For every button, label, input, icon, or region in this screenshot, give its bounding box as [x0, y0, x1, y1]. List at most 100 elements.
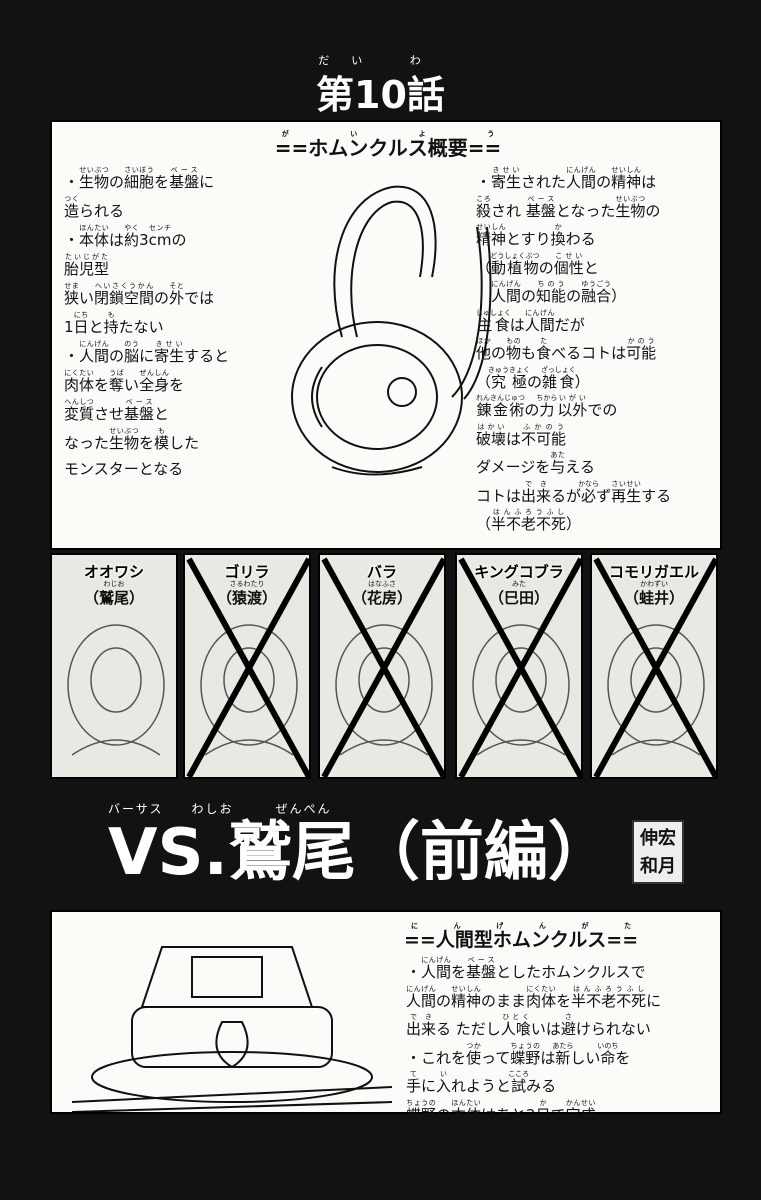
word: 使 — [466, 1048, 482, 1067]
word: 寄生 — [491, 173, 522, 191]
word: 他 — [476, 344, 492, 362]
text: みる — [526, 1077, 557, 1095]
text: たない — [118, 318, 164, 336]
overview-right-list: ・寄生きせいされた人間にんげんの精神せいしんは殺ころされ 基盤ベースとなった生物… — [476, 166, 671, 537]
human-type-heading-text: ==人間型ホムンクルス== — [404, 929, 639, 951]
furigana: ぜんしん — [139, 369, 170, 377]
text-line: 蝶野ちょうのの本体ほんたいはあと2日かで完成かんせい — [406, 1099, 661, 1128]
ruby-word: 閉鎖空間へいさくうかん — [94, 282, 154, 307]
word: 人間 — [491, 287, 522, 305]
word: 全身 — [139, 376, 170, 394]
ruby-word: 与あた — [550, 451, 565, 476]
text: に — [421, 1077, 437, 1095]
homunculus-human-name: （蛙井） — [623, 589, 684, 607]
word: 不可能 — [521, 429, 567, 448]
furigana: でき — [406, 1013, 437, 1021]
furigana: も — [154, 427, 170, 435]
furigana: さいぼう — [124, 166, 155, 174]
word: 人喰 — [500, 1020, 531, 1038]
word: 融合 — [581, 287, 612, 305]
homunculus-ruby: みた — [512, 580, 526, 588]
furigana: せいぶつ — [109, 427, 140, 435]
text: （ — [476, 515, 492, 533]
word: 人間 — [566, 173, 597, 191]
text: わる — [565, 230, 596, 248]
word: 個性 — [553, 258, 584, 277]
ruby-word: 個性こせい — [553, 252, 584, 277]
ruby-word: 全身ぜんしん — [139, 369, 170, 394]
homunculus-human-name: （花房） — [351, 589, 412, 607]
text: ダメージを — [476, 458, 551, 476]
author-seal: 伸宏 和月 — [632, 820, 684, 884]
text: の — [154, 289, 170, 307]
furigana: へんしつ — [64, 398, 95, 406]
homunculus-name: キングコブラ — [474, 563, 564, 581]
text: させ — [94, 405, 125, 423]
text-line: 精神せいしんとすり換かわる — [476, 223, 671, 252]
homunculus-name: バラ — [366, 563, 397, 581]
ruby-word: 本体ほんたい — [79, 224, 110, 249]
text-line: 出来できる ただし人喰ひとくいは避さけられない — [406, 1013, 661, 1042]
episode-title: バーサス わしお ぜんぺん VS.鷲尾（前編） — [108, 800, 612, 888]
text: された — [521, 173, 567, 191]
ruby-word: 生物せいぶつ — [109, 427, 139, 452]
text: ） — [611, 287, 627, 305]
text-line: 肉体にくたいを奪うばい全身ぜんしんを — [64, 369, 229, 398]
word: 錬金術 — [476, 401, 525, 419]
furigana: せいしん — [476, 223, 507, 231]
ruby-word: 半不老不死はんふろうふし — [491, 508, 566, 533]
word: 半不老不死 — [571, 991, 647, 1010]
ruby-word: 人間にんげん — [525, 309, 555, 334]
furigana: にんげん — [406, 984, 437, 993]
word: 脳 — [124, 347, 140, 365]
word: 人間 — [406, 991, 437, 1010]
ruby-word: 主食しゅしょく — [476, 309, 511, 334]
homunculus-panel-5: コモリガエル かわずい （蛙井） — [590, 553, 718, 779]
ruby-word: 不可能ふかのう — [521, 423, 567, 448]
word: 人間 — [79, 347, 110, 365]
ruby-word: 蝶野ちょうの — [406, 1099, 436, 1124]
homunculus-panel-2: ゴリラ さるわたり （猿渡） — [183, 553, 311, 779]
ruby-word: 完成かんせい — [566, 1099, 596, 1124]
text: ・ — [406, 963, 422, 981]
homunculus-ruby: はなふさ — [368, 580, 396, 588]
defeated-x-mark — [593, 557, 716, 777]
text: ・ — [64, 173, 80, 191]
ruby-word: 動植物どうしょくぶつ — [490, 252, 539, 277]
overview-heading-ruby: がいよう — [274, 130, 502, 138]
word: 本体 — [79, 231, 110, 249]
furigana: せいぶつ — [79, 166, 110, 174]
text: と — [583, 258, 599, 277]
text-line: （究極きゅうきょくの雑食ざっしょく） — [476, 366, 671, 395]
text: され — [491, 201, 526, 220]
furigana: かのう — [626, 337, 657, 345]
furigana: きゅうきょく — [488, 365, 531, 374]
ruby-word: 寄生きせい — [491, 166, 522, 191]
text: で — [550, 1105, 566, 1124]
human-type-heading: ==人間型ホムンクルス==にんげんがた — [404, 922, 638, 952]
word: 細胞 — [124, 173, 155, 191]
furigana: にち — [73, 311, 89, 319]
text: に — [139, 347, 155, 365]
word: 肉体 — [526, 991, 557, 1010]
text: は — [641, 173, 657, 191]
furigana: れんきんじゅつ — [476, 394, 525, 402]
ruby-word: 再生さいせい — [611, 480, 641, 505]
furigana: せいぶつ — [615, 194, 646, 203]
overview-left-list: ・生物せいぶつの細胞さいぼうを基盤ベースに造つくられる・本体ほんたいは約やく3c… — [64, 166, 229, 482]
text: と — [154, 405, 170, 423]
furigana: た — [536, 337, 552, 345]
text: とすり — [506, 230, 551, 248]
chapter-title: 第10話 — [316, 73, 445, 117]
ruby-word: 手て — [406, 1070, 421, 1095]
furigana: かんせい — [565, 1098, 596, 1107]
homunculus-ruby: さるわたり — [229, 580, 265, 588]
text: ず — [596, 486, 612, 505]
text: い — [79, 289, 95, 307]
furigana: にくたい — [526, 984, 557, 993]
text: なった — [64, 434, 110, 452]
text: の — [436, 1105, 452, 1124]
ruby-word: 使つか — [466, 1042, 482, 1067]
furigana: どうしょくぶつ — [490, 251, 540, 260]
furigana: ちょうの — [406, 1098, 437, 1107]
